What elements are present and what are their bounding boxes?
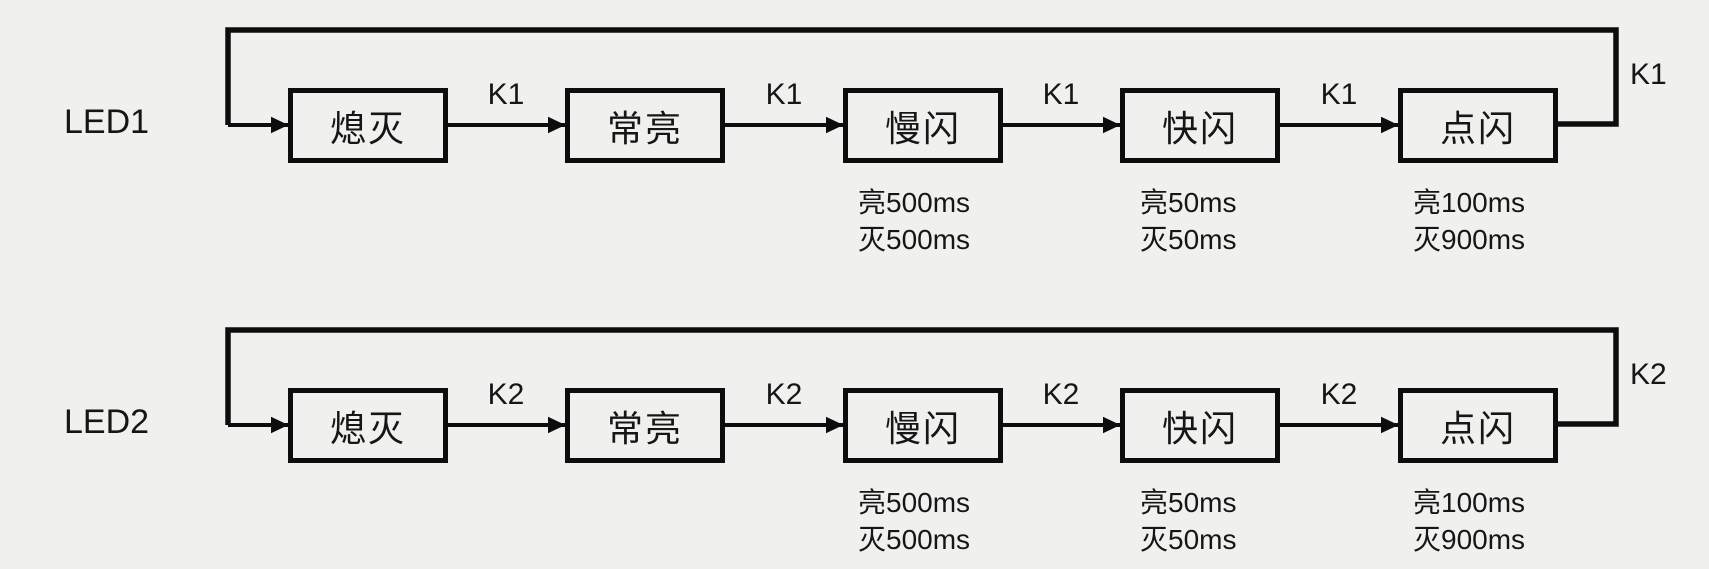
state-label: 慢闪	[884, 107, 961, 149]
state-box-single-blink: 点闪	[1398, 388, 1558, 463]
state-box-single-blink: 点闪	[1398, 88, 1558, 163]
state-label: 快闪	[1161, 407, 1238, 449]
state-box-steady-on: 常亮	[565, 388, 725, 463]
led2-state-machine: LED2 熄灭 常亮 慢闪 快闪 点闪 K2 K2 K2 K2 K2 亮500m…	[0, 300, 1709, 569]
timing-note-single-blink: 亮100ms 灭900ms	[1413, 184, 1525, 258]
led1-state-machine: LED1 熄灭 常亮 慢闪 快闪 点闪 K1 K1 K1 K1 K1 亮500m…	[0, 0, 1709, 270]
transition-label: K2	[1042, 378, 1080, 411]
timing-line: 亮100ms	[1413, 187, 1526, 218]
transition-label: K2	[487, 378, 525, 411]
loop-transition-label: K1	[1630, 58, 1667, 91]
state-label: 点闪	[1439, 407, 1516, 449]
state-label: 慢闪	[884, 407, 961, 449]
state-box-off: 熄灭	[288, 388, 448, 463]
transition-label: K1	[765, 78, 803, 111]
state-box-fast-blink: 快闪	[1120, 388, 1280, 463]
state-box-slow-blink: 慢闪	[843, 88, 1003, 163]
timing-line: 亮500ms	[858, 187, 971, 218]
timing-note-fast-blink: 亮50ms 灭50ms	[1140, 184, 1236, 258]
state-box-slow-blink: 慢闪	[843, 388, 1003, 463]
timing-line: 亮500ms	[858, 487, 971, 518]
loop-transition-label: K2	[1630, 358, 1667, 391]
transition-label: K1	[487, 78, 525, 111]
transition-label: K1	[1320, 78, 1358, 111]
state-label: 快闪	[1161, 107, 1238, 149]
state-label: 常亮	[606, 407, 683, 449]
state-label: 熄灭	[329, 407, 406, 449]
state-label: 常亮	[606, 107, 683, 149]
row-label: LED1	[64, 103, 150, 141]
led1-transition-wires	[225, 27, 1619, 134]
state-label: 点闪	[1439, 107, 1516, 149]
loop-wire	[225, 327, 1619, 427]
timing-note-slow-blink: 亮500ms 灭500ms	[858, 184, 970, 258]
timing-note-single-blink: 亮100ms 灭900ms	[1413, 484, 1525, 558]
timing-line: 灭50ms	[1140, 224, 1237, 255]
timing-line: 亮50ms	[1140, 487, 1237, 518]
state-box-fast-blink: 快闪	[1120, 88, 1280, 163]
timing-line: 灭50ms	[1140, 524, 1237, 555]
state-box-steady-on: 常亮	[565, 88, 725, 163]
timing-line: 灭500ms	[858, 224, 971, 255]
timing-note-fast-blink: 亮50ms 灭50ms	[1140, 484, 1236, 558]
row-label: LED2	[64, 403, 150, 441]
transition-label: K2	[765, 378, 803, 411]
state-label: 熄灭	[329, 107, 406, 149]
timing-line: 灭900ms	[1413, 524, 1526, 555]
timing-line: 亮100ms	[1413, 487, 1526, 518]
timing-line: 灭900ms	[1413, 224, 1526, 255]
state-box-off: 熄灭	[288, 88, 448, 163]
timing-note-slow-blink: 亮500ms 灭500ms	[858, 484, 970, 558]
timing-line: 亮50ms	[1140, 187, 1237, 218]
loop-wire	[225, 27, 1619, 127]
led2-transition-wires	[225, 327, 1619, 434]
timing-line: 灭500ms	[858, 524, 971, 555]
transition-label: K2	[1320, 378, 1358, 411]
transition-label: K1	[1042, 78, 1080, 111]
